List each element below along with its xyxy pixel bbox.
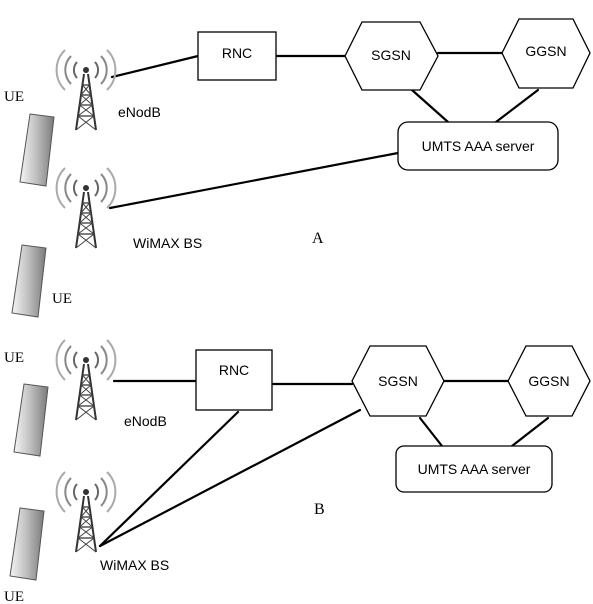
panel-caption: A — [312, 230, 324, 247]
ue-device-icon — [13, 383, 49, 457]
wimax-antenna-icon — [55, 167, 117, 249]
aaa-server-node — [395, 445, 553, 493]
rnc-label: RNC — [222, 45, 252, 61]
wimax-bs-label: WiMAX BS — [100, 557, 169, 573]
rnc-node — [195, 349, 273, 411]
ggsn-label: GGSN — [528, 373, 569, 389]
panel-caption: B — [314, 501, 325, 518]
ue-label: UE — [4, 89, 24, 105]
enodeb-label: eNodB — [118, 104, 161, 120]
enodeb-label: eNodB — [124, 413, 167, 429]
ggsn-node — [501, 18, 591, 89]
link-enodeb-rnc-a — [110, 54, 200, 79]
sgsn-node — [344, 21, 439, 91]
ue-device-icon — [19, 113, 55, 187]
sgsn-label: SGSN — [378, 373, 418, 389]
aaa-server-label: UMTS AAA server — [418, 461, 531, 477]
panel-b: RNC SGSN GGSN UMTS AAA server UE UE eNod… — [4, 339, 591, 604]
link-wimax-sgsn-b — [98, 408, 362, 548]
link-wimax-aaa-a — [108, 151, 400, 210]
rnc-label: RNC — [219, 362, 249, 378]
ue-label: UE — [52, 291, 72, 307]
rnc-node — [197, 31, 277, 81]
link-ggsn-aaa-a — [494, 88, 540, 124]
ue-label: UE — [4, 350, 24, 366]
link-ggsn-aaa-b — [510, 416, 550, 448]
enodeb-antenna-icon — [55, 49, 117, 131]
ue-device-icon — [11, 244, 47, 318]
aaa-server-node — [397, 121, 559, 171]
link-sgsn-aaa-b — [418, 416, 444, 448]
sgsn-label: SGSN — [371, 47, 411, 63]
sgsn-node — [351, 345, 445, 417]
wimax-bs-label: WiMAX BS — [133, 235, 202, 251]
ggsn-node — [507, 345, 591, 417]
ue-label: UE — [4, 589, 24, 604]
ue-device-icon — [9, 507, 45, 581]
aaa-server-label: UMTS AAA server — [422, 138, 535, 154]
panel-a: RNC SGSN GGSN UMTS AAA server UE UE eNod… — [4, 18, 591, 318]
link-wimax-rnc-b — [98, 410, 240, 548]
enodeb-antenna-icon — [55, 339, 117, 421]
ggsn-label: GGSN — [525, 43, 566, 59]
link-sgsn-aaa-a — [410, 88, 450, 124]
